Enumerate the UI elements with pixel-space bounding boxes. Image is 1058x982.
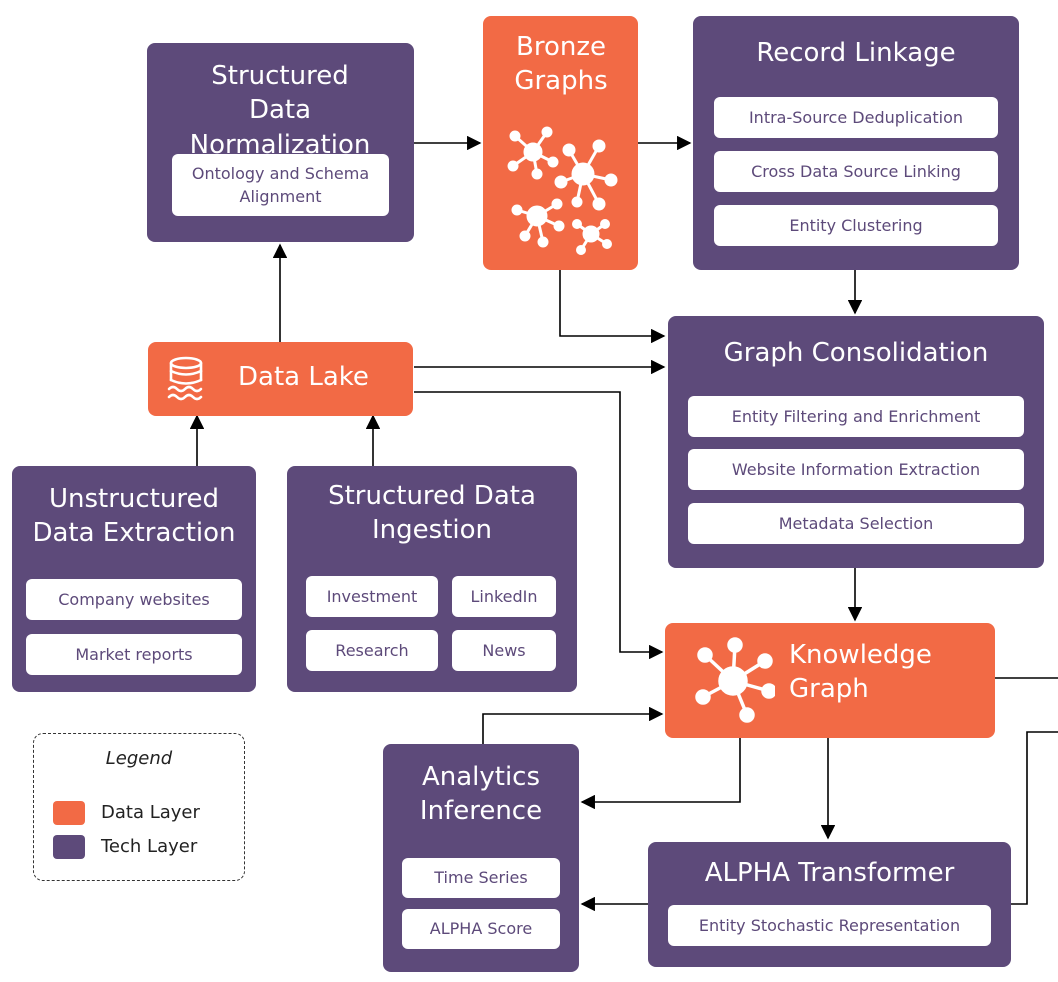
knowledge-graph-title: Knowledge Graph [789,640,932,705]
network-node-icon [695,637,775,723]
analytics-inference-title: Analytics Inference [419,762,543,827]
data-layer-label: Data Layer [101,802,200,823]
unstructured-data-extraction-node: Unstructured Data Extraction Company web… [12,466,256,692]
arrow-datalake-to-knowledge-graph [414,391,664,660]
ontology-schema-alignment-item: Ontology and Schema Alignment [172,154,389,216]
alpha-transformer-node: ALPHA Transformer Entity Stochastic Repr… [648,842,1011,967]
research-item: Research [306,630,438,671]
data-layer-swatch [53,801,85,825]
legend: Legend Data Layer Tech Layer [33,733,245,881]
structured-data-ingestion-title: Structured Data Ingestion [328,481,536,546]
structured-data-normalization-title: Structured Data Normalization [189,61,371,160]
linkedin-item: LinkedIn [452,576,556,617]
time-series-item: Time Series [402,858,560,898]
entity-filtering-enrichment-item: Entity Filtering and Enrichment [688,396,1024,437]
entity-clustering-item: Entity Clustering [714,205,998,246]
structured-data-ingestion-node: Structured Data Ingestion Investment Lin… [287,466,577,692]
tech-layer-swatch [53,835,85,859]
arrow-knowledge-graph-to-analytics [580,738,741,810]
data-lake-node: Data Lake [148,342,413,416]
legend-title: Legend [105,748,173,769]
tech-layer-label: Tech Layer [101,836,198,857]
arrow-analytics-to-knowledge-graph [482,706,664,744]
intra-source-deduplication-item: Intra-Source Deduplication [714,97,998,138]
record-linkage-title: Record Linkage [756,38,956,68]
arrow-bronze-to-consolidation [559,270,666,344]
bronze-graphs-node: Bronze Graphs [483,16,638,270]
knowledge-graph-node: Knowledge Graph [665,623,995,738]
cross-data-source-linking-item: Cross Data Source Linking [714,151,998,192]
analytics-inference-node: Analytics Inference Time Series ALPHA Sc… [383,744,579,972]
investment-item: Investment [306,576,438,617]
line-transformer-out-right [1011,731,1058,905]
unstructured-data-extraction-title: Unstructured Data Extraction [32,484,236,549]
alpha-score-item: ALPHA Score [402,909,560,949]
alpha-transformer-title: ALPHA Transformer [704,858,955,888]
graph-consolidation-title: Graph Consolidation [723,338,989,368]
bronze-graphs-title: Bronze Graphs [514,32,608,97]
entity-stochastic-representation-item: Entity Stochastic Representation [668,905,991,946]
network-cluster-icon [507,126,618,255]
graph-consolidation-node: Graph Consolidation Entity Filtering and… [668,316,1044,568]
record-linkage-node: Record Linkage Intra-Source Deduplicatio… [693,16,1019,270]
structured-data-normalization-node: Structured Data Normalization Ontology a… [147,43,414,242]
metadata-selection-item: Metadata Selection [688,503,1024,544]
data-lake-title: Data Lake [238,362,369,392]
news-item: News [452,630,556,671]
market-reports-item: Market reports [26,634,242,675]
company-websites-item: Company websites [26,579,242,620]
database-icon [167,356,203,401]
website-information-extraction-item: Website Information Extraction [688,449,1024,490]
